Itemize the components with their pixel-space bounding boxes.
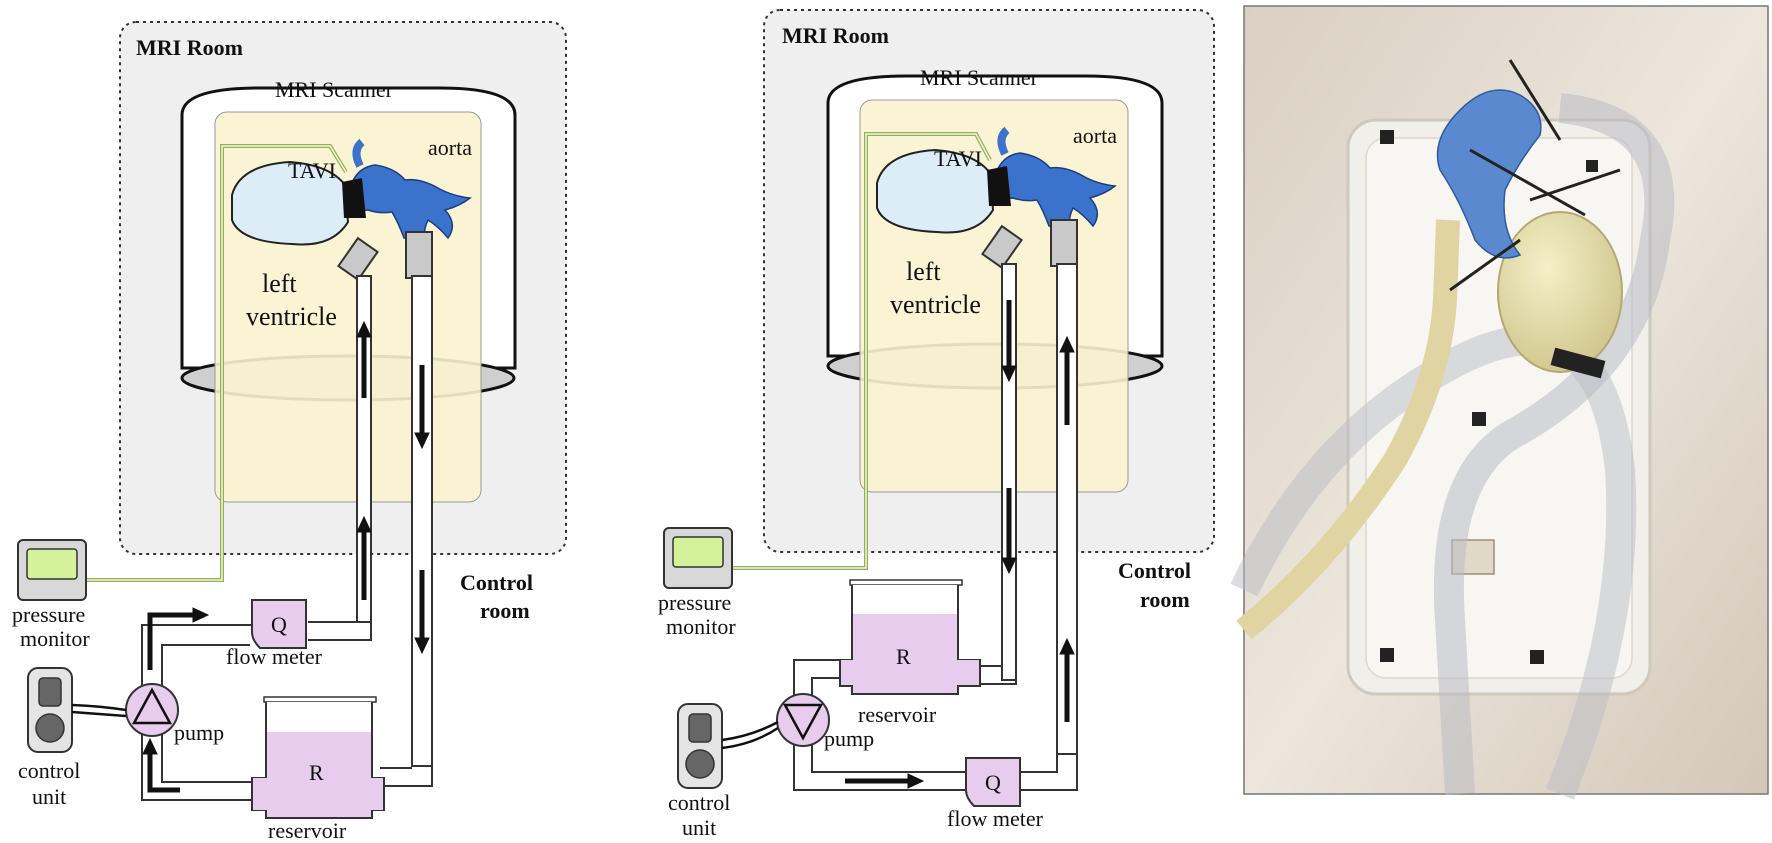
tavi-valve xyxy=(342,178,366,218)
flow-meter-b xyxy=(965,757,1021,807)
photo-ventricle-balloon xyxy=(1497,211,1623,373)
pump-b xyxy=(776,693,830,747)
reservoir-lid-b xyxy=(849,579,963,586)
aorta-model xyxy=(347,164,472,240)
pump-label-b: pump xyxy=(824,726,874,751)
photo-black-ties xyxy=(1449,59,1621,292)
mri-scanner-label-b: MRI Scanner xyxy=(920,65,1039,90)
left-ventricle xyxy=(231,160,350,246)
flow-meter-q-b: Q xyxy=(985,770,1001,795)
flow-arrows-a xyxy=(142,320,430,793)
control-unit-button-b xyxy=(688,713,712,743)
outflow-tube xyxy=(411,275,433,767)
control-unit-label-2-a: unit xyxy=(32,784,66,809)
reservoir-lid-a xyxy=(263,696,377,703)
aorta-connector-b xyxy=(1050,219,1078,267)
photo-yellow-tube xyxy=(1236,219,1460,640)
pump-label-a: pump xyxy=(174,720,224,745)
reservoir-fluid-a xyxy=(253,732,383,817)
aorta-connector xyxy=(405,231,433,279)
aorta-label: aorta xyxy=(428,135,472,160)
photo-black-clamp xyxy=(1550,347,1606,379)
control-room-label-2-b: room xyxy=(1140,587,1190,612)
control-unit-button-a xyxy=(38,677,62,707)
aorta-arch-top xyxy=(352,138,365,168)
diagram-b: MRI Room MRI Scanner TAVI aorta left ven… xyxy=(658,9,1215,840)
pressure-monitor-screen-a xyxy=(26,548,78,580)
pump-to-flowmeter-tube-b xyxy=(793,736,966,791)
left-ventricle-label-2: ventricle xyxy=(246,302,337,331)
photo-markers xyxy=(1380,130,1598,664)
control-unit-knob-a xyxy=(35,713,65,743)
flowmeter-to-aorta-tube-b xyxy=(1020,754,1078,791)
tavi-label-b: TAVI xyxy=(934,146,982,171)
flow-arrows-b xyxy=(845,300,1075,789)
control-cable-b xyxy=(721,720,779,750)
reservoir-r-a: R xyxy=(309,760,324,785)
reservoir-fluid-b xyxy=(841,614,979,693)
aorta-model-b xyxy=(992,152,1117,228)
flowmeter-to-lv-tube xyxy=(308,621,372,641)
inflow-tube xyxy=(356,275,372,623)
outflow-tube-b xyxy=(1056,263,1078,755)
photo-blue-aorta xyxy=(1436,89,1542,259)
control-cable-a xyxy=(71,703,127,718)
pressure-label-a: pressure xyxy=(12,602,85,627)
pressure-line-core xyxy=(86,145,347,581)
pump-triangle-b xyxy=(782,703,824,741)
left-ventricle-label-1: left xyxy=(262,269,297,298)
pump-triangle-a xyxy=(131,687,173,725)
left-ventricle-label-1-b: left xyxy=(906,257,941,286)
monitor-label-a: monitor xyxy=(20,626,90,651)
aorta-label-b: aorta xyxy=(1073,123,1117,148)
control-room-label-1-b: Control xyxy=(1118,558,1191,583)
diagram-a: MRI Room MRI Scanner TAVI aorta left ven… xyxy=(12,21,567,843)
pressure-monitor-screen-b xyxy=(672,536,724,568)
flow-meter-q-a: Q xyxy=(271,612,287,637)
lv-connector xyxy=(337,236,379,282)
reservoir-to-aorta-tube xyxy=(380,766,433,787)
tavi-valve-b xyxy=(987,166,1011,206)
photo-clear-tube-1 xyxy=(1433,93,1675,795)
reservoir-to-lv-tube-b xyxy=(980,665,1017,685)
control-unit-label-2-b: unit xyxy=(682,815,716,840)
reservoir-label-b: reservoir xyxy=(858,702,937,727)
left-ventricle-b xyxy=(876,148,995,234)
reservoir-label-a: reservoir xyxy=(268,818,347,843)
control-unit-label-1-a: control xyxy=(18,758,80,783)
phantom-photo xyxy=(1230,5,1769,800)
reservoir-r-b: R xyxy=(896,644,911,669)
control-room-label-1-a: Control xyxy=(460,570,533,595)
pressure-line-core-b xyxy=(732,133,991,569)
pressure-label-b: pressure xyxy=(658,590,731,615)
pump-to-reservoir-tube xyxy=(141,728,252,801)
monitor-label-b: monitor xyxy=(666,614,736,639)
mri-scanner-label: MRI Scanner xyxy=(275,77,394,102)
mri-room-label-b: MRI Room xyxy=(782,23,889,48)
lv-connector-b xyxy=(981,224,1023,270)
left-ventricle-label-2-b: ventricle xyxy=(890,290,981,319)
flow-meter-label-b: flow meter xyxy=(947,806,1044,831)
tavi-label: TAVI xyxy=(288,158,336,183)
aorta-arch-top-b xyxy=(997,126,1010,156)
mri-room-label: MRI Room xyxy=(136,35,243,60)
control-unit-label-1-b: control xyxy=(668,790,730,815)
control-room-label-2-a: room xyxy=(480,598,530,623)
flow-meter-a xyxy=(251,599,307,649)
flow-meter-label-a: flow meter xyxy=(226,644,323,669)
control-unit-knob-b xyxy=(685,749,715,779)
